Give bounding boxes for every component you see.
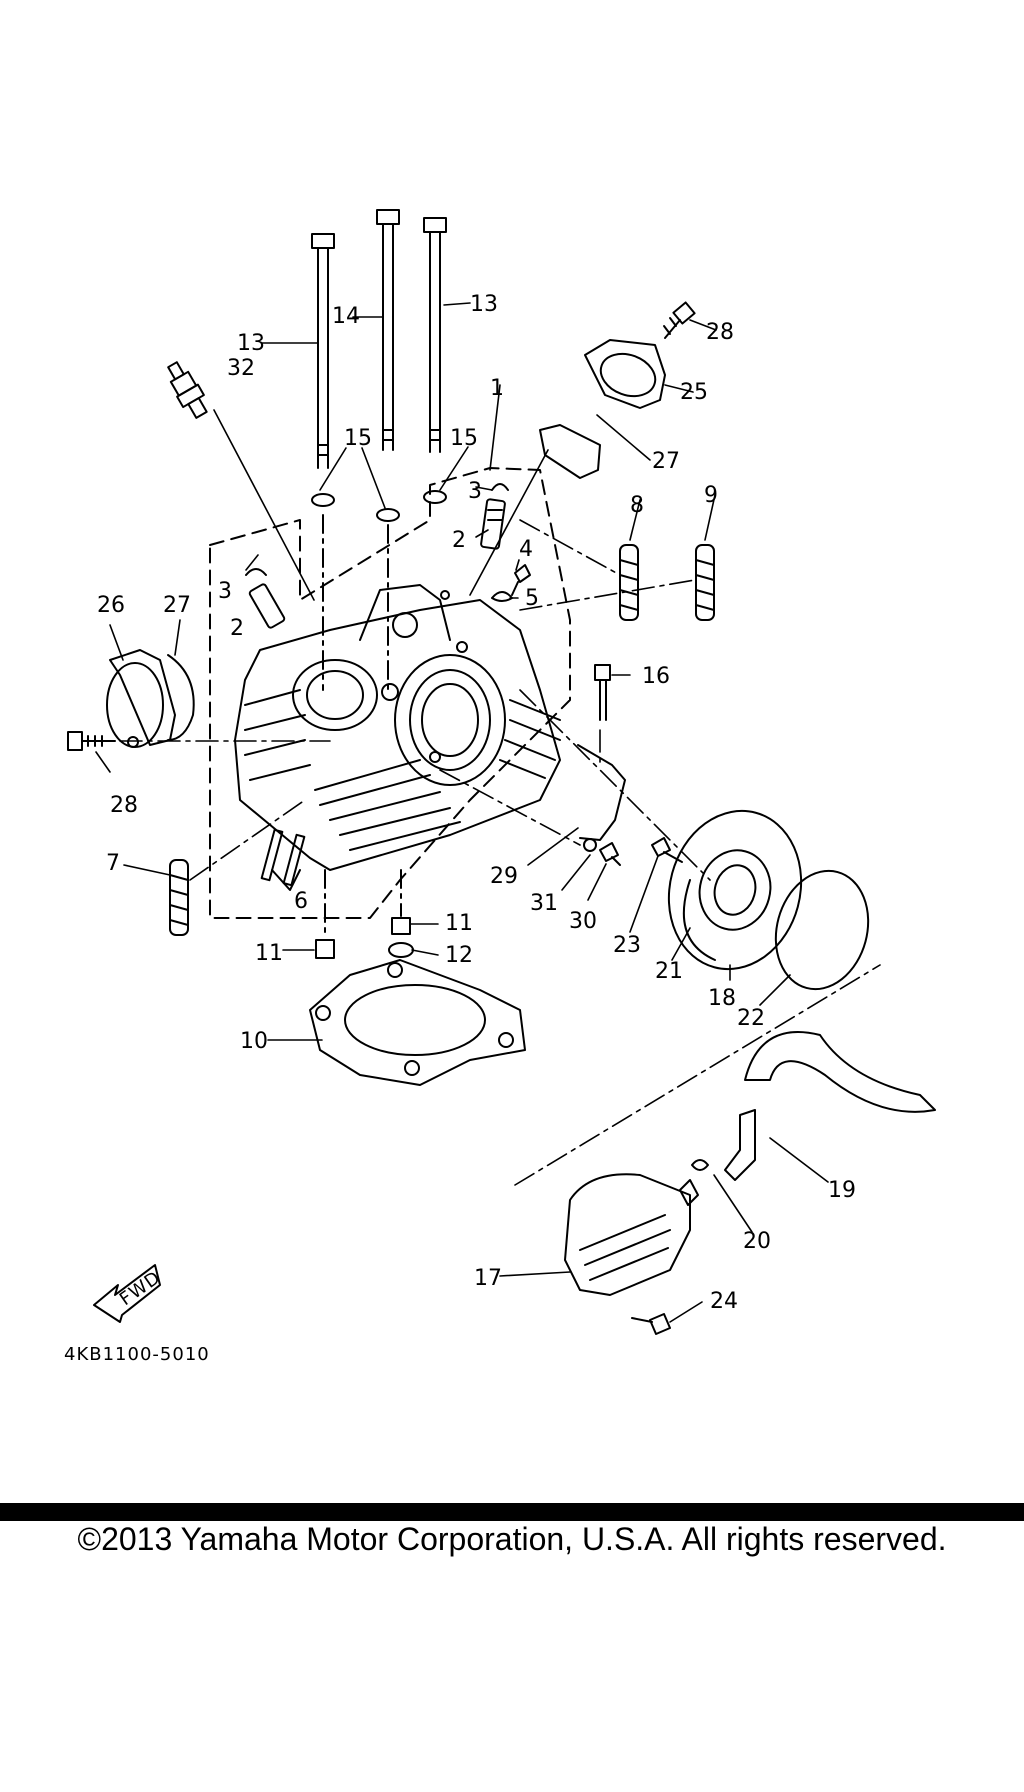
side-cover xyxy=(564,1173,699,1296)
callout-29: 29 xyxy=(490,864,518,889)
dowel-left xyxy=(315,939,335,959)
callout-19: 19 xyxy=(828,1178,856,1203)
callout-3-left: 3 xyxy=(218,579,232,604)
bolt-16 xyxy=(594,664,611,721)
dowel-right xyxy=(391,917,411,935)
callout-21: 21 xyxy=(655,959,683,984)
callout-32: 32 xyxy=(227,356,255,381)
bolt-23 xyxy=(651,837,683,863)
callout-11-left: 11 xyxy=(255,941,283,966)
bolt-28-right xyxy=(663,301,696,339)
callout-27-right: 27 xyxy=(652,449,680,474)
cylinder-head-body xyxy=(234,584,561,871)
callout-30: 30 xyxy=(569,909,597,934)
callout-26: 26 xyxy=(97,593,125,618)
leader-lines xyxy=(95,302,829,1323)
valve-spring-7 xyxy=(169,859,189,936)
washer-31 xyxy=(583,838,597,852)
callout-28-left: 28 xyxy=(110,793,138,818)
callout-27-left: 27 xyxy=(163,593,191,618)
callout-14: 14 xyxy=(332,304,360,329)
callout-12: 12 xyxy=(445,943,473,968)
callout-5: 5 xyxy=(525,586,539,611)
spark-plug xyxy=(167,361,208,419)
tappet-cover-left xyxy=(106,649,176,748)
bolt-30 xyxy=(599,842,621,866)
washer-center xyxy=(376,508,400,522)
valve-clip-left xyxy=(245,568,267,576)
cam-sprocket-cover xyxy=(667,809,803,971)
footer-divider-bar xyxy=(0,1503,1024,1521)
hose-clamp xyxy=(691,1159,709,1171)
valve-spring-9 xyxy=(695,544,715,621)
valve-spring-8 xyxy=(619,544,639,621)
bolt-4 xyxy=(511,564,531,596)
callout-23: 23 xyxy=(613,933,641,958)
head-bolt-right xyxy=(423,217,447,453)
valve-guide-right xyxy=(480,498,506,550)
clip-5 xyxy=(491,591,513,602)
dowel-pins xyxy=(260,828,306,891)
gasket-29 xyxy=(577,744,626,841)
tappet-cover-gasket-right xyxy=(539,424,601,479)
callout-3-right: 3 xyxy=(468,479,482,504)
callout-6: 6 xyxy=(294,889,308,914)
valve-guide-left xyxy=(248,583,286,629)
washer-left xyxy=(311,493,335,507)
callout-20: 20 xyxy=(743,1229,771,1254)
callout-10: 10 xyxy=(240,1029,268,1054)
valve-clip-right xyxy=(491,483,509,491)
callout-24: 24 xyxy=(710,1289,738,1314)
callout-4: 4 xyxy=(519,537,533,562)
o-ring xyxy=(388,942,414,958)
cam-cover-gasket-21 xyxy=(682,879,716,961)
callout-15-right: 15 xyxy=(450,426,478,451)
callout-15-left: 15 xyxy=(344,426,372,451)
callout-18: 18 xyxy=(708,986,736,1011)
callout-13-right: 13 xyxy=(470,292,498,317)
callout-8: 8 xyxy=(630,493,644,518)
bolt-28-left xyxy=(67,731,116,751)
tappet-cover-gasket-left xyxy=(167,654,195,741)
callout-labels: 1 2 2 3 3 4 5 6 7 8 9 10 11 11 12 13 13 … xyxy=(64,292,856,1365)
callout-31: 31 xyxy=(530,891,558,916)
callout-2-left: 2 xyxy=(230,616,244,641)
washer-right xyxy=(423,490,447,504)
head-bolt-left xyxy=(311,233,335,469)
assembly-centerlines xyxy=(119,519,881,1186)
callout-1: 1 xyxy=(490,376,504,401)
callout-7: 7 xyxy=(106,851,120,876)
tappet-cover-right xyxy=(584,339,666,409)
head-bolt-center xyxy=(376,209,400,451)
callout-22: 22 xyxy=(737,1006,765,1031)
cylinder-head-assembly-outline xyxy=(209,467,571,919)
callout-2-right: 2 xyxy=(452,528,466,553)
callout-17: 17 xyxy=(474,1266,502,1291)
bolt-24 xyxy=(631,1313,671,1335)
callout-9: 9 xyxy=(704,483,718,508)
forward-arrow-icon xyxy=(93,1264,161,1323)
part-code: 4KB1100-5010 xyxy=(64,1344,210,1365)
callout-16: 16 xyxy=(642,664,670,689)
callout-25: 25 xyxy=(680,380,708,405)
copyright-text: ©2013 Yamaha Motor Corporation, U.S.A. A… xyxy=(77,1521,947,1557)
callout-28-right: 28 xyxy=(706,320,734,345)
callout-11-right: 11 xyxy=(445,911,473,936)
cylinder-head-gasket xyxy=(309,959,526,1086)
breather-hose xyxy=(744,1031,936,1113)
cylinder-head-exploded-diagram: 1 2 2 3 3 4 5 6 7 8 9 10 11 11 12 13 13 … xyxy=(64,209,936,1365)
cam-cover-gasket-22 xyxy=(774,869,870,991)
breather-hose-lower xyxy=(724,1109,756,1181)
callout-13-left: 13 xyxy=(237,331,265,356)
